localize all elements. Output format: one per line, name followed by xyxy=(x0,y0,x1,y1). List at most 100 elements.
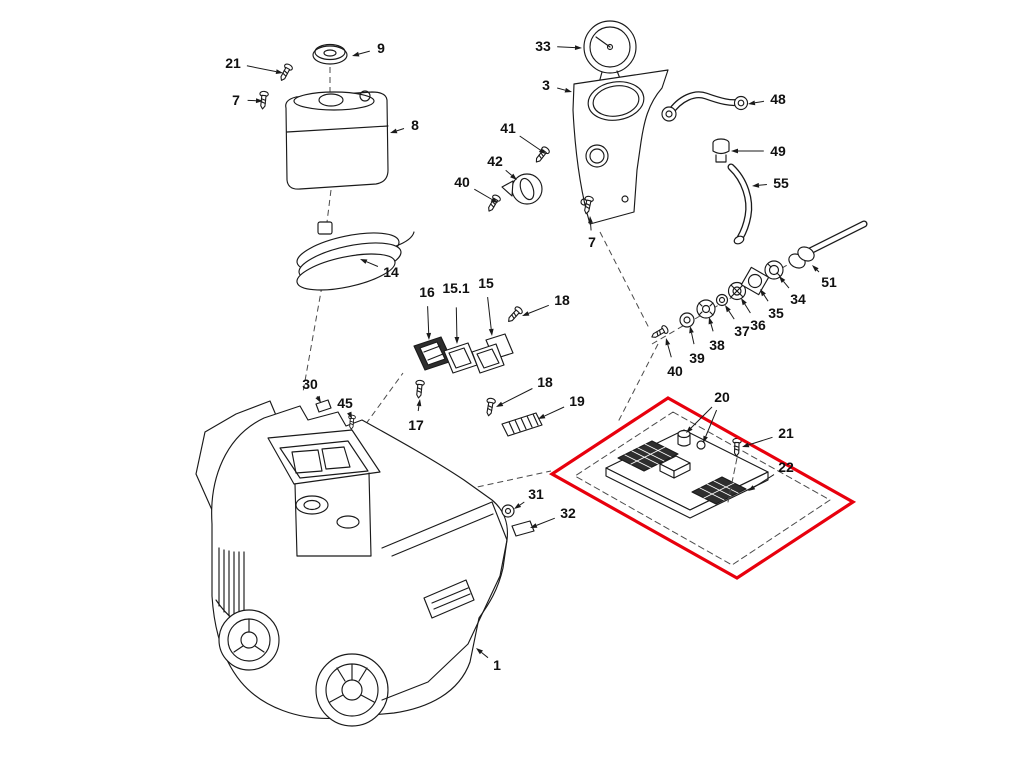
rear-wheel xyxy=(218,609,280,671)
callout-leader-1 xyxy=(481,652,489,659)
callout-leader-8 xyxy=(396,128,405,132)
callout-38: 38 xyxy=(709,337,725,353)
callout-leader-21 xyxy=(246,65,277,73)
callout-layer: 9217814333414240748495551343536373839401… xyxy=(225,38,837,673)
callout-51: 51 xyxy=(821,274,837,290)
outlet-pipe-51 xyxy=(788,220,868,269)
tank-assembly xyxy=(257,43,415,291)
hose-55 xyxy=(727,163,753,245)
callout-leader-7 xyxy=(590,222,592,231)
callout-34: 34 xyxy=(790,291,806,307)
callout-leader-37 xyxy=(728,310,735,320)
front-wheel xyxy=(315,653,389,727)
callout-arrowhead-16 xyxy=(426,332,432,340)
callout-15: 15 xyxy=(478,275,494,291)
capacitor-20 xyxy=(677,429,706,450)
callout-18: 18 xyxy=(537,374,553,390)
callout-leader-48 xyxy=(754,100,765,104)
callout-40: 40 xyxy=(667,363,683,379)
callout-48: 48 xyxy=(770,91,786,107)
control-board-assembly xyxy=(574,411,831,566)
screw-18-upper xyxy=(504,304,525,325)
callout-arrowhead-37 xyxy=(725,305,731,313)
screw-40-valve xyxy=(649,323,670,342)
callout-leader-22 xyxy=(753,474,775,488)
selection-highlight xyxy=(548,396,857,580)
callout-arrowhead-15 xyxy=(488,328,494,336)
clip-30 xyxy=(315,399,332,413)
callout-leader-18 xyxy=(501,388,533,405)
callout-45: 45 xyxy=(337,395,353,411)
callout-arrowhead-36 xyxy=(741,298,747,306)
callout-arrowhead-31 xyxy=(514,503,522,509)
callout-arrowhead-22 xyxy=(748,485,756,491)
callout-leader-9 xyxy=(358,50,370,55)
callout-leader-39 xyxy=(691,332,695,345)
hook-31 xyxy=(501,504,515,518)
callout-arrowhead-55 xyxy=(752,182,760,188)
callout-leader-15.1 xyxy=(455,307,458,338)
callout-arrowhead-34 xyxy=(779,276,786,283)
callout-arrowhead-17 xyxy=(416,399,422,407)
clamp-35 xyxy=(740,266,770,296)
callout-arrowhead-20 xyxy=(703,435,708,443)
callout-arrowhead-8 xyxy=(390,128,398,134)
callout-30: 30 xyxy=(302,376,318,392)
callout-arrowhead-20 xyxy=(686,426,693,433)
callout-leader-17 xyxy=(417,405,420,412)
gear-38 xyxy=(696,299,716,319)
callout-arrowhead-15.1 xyxy=(454,337,460,344)
callout-arrowhead-1 xyxy=(476,648,483,655)
callout-leader-15 xyxy=(487,297,492,330)
callout-arrowhead-21 xyxy=(275,69,283,74)
panel-bracket xyxy=(572,69,669,225)
callout-19: 19 xyxy=(569,393,585,409)
carry-handle xyxy=(661,91,749,122)
callout-15.1: 15.1 xyxy=(442,280,469,296)
callout-leader-34 xyxy=(783,281,790,289)
callout-leader-20 xyxy=(690,406,713,429)
pressure-gauge xyxy=(583,20,637,84)
callout-leader-18 xyxy=(528,304,549,314)
callout-arrowhead-49 xyxy=(731,148,738,154)
callout-arrowhead-30 xyxy=(315,395,321,403)
callout-arrowhead-38 xyxy=(708,317,714,325)
latch-32 xyxy=(511,520,535,537)
callout-arrowhead-48 xyxy=(748,100,756,106)
control-knob xyxy=(501,173,543,205)
callout-arrowhead-51 xyxy=(812,265,819,272)
callout-leader-51 xyxy=(816,269,820,273)
callout-arrowhead-9 xyxy=(352,51,360,57)
valve-train xyxy=(649,260,784,342)
detergent-tank xyxy=(285,90,389,190)
assembly-guide-lines xyxy=(302,67,807,490)
callout-39: 39 xyxy=(689,350,705,366)
callout-leader-33 xyxy=(557,46,576,49)
callout-arrowhead-39 xyxy=(689,326,694,334)
callout-arrowhead-18 xyxy=(496,401,504,407)
callout-arrowhead-42 xyxy=(510,173,517,180)
callout-37: 37 xyxy=(734,323,750,339)
screw-17 xyxy=(413,379,426,399)
callout-leader-31 xyxy=(519,501,525,506)
callout-leader-20 xyxy=(705,409,718,437)
callout-leader-32 xyxy=(536,517,555,526)
gasket-15-1 xyxy=(443,342,478,374)
callout-leader-16 xyxy=(427,306,430,334)
callout-33: 33 xyxy=(535,38,551,54)
console-panel-assembly xyxy=(484,20,669,225)
callout-arrowhead-32 xyxy=(530,523,538,528)
callout-32: 32 xyxy=(560,505,576,521)
callout-leader-35 xyxy=(763,294,769,302)
callout-36: 36 xyxy=(750,317,766,333)
callout-22: 22 xyxy=(778,459,794,475)
callout-arrowhead-35 xyxy=(760,289,766,297)
tank-cap xyxy=(312,43,348,65)
callout-7: 7 xyxy=(232,92,240,108)
callout-1: 1 xyxy=(493,657,501,673)
callout-arrowhead-40 xyxy=(665,338,671,346)
callout-leader-55 xyxy=(758,184,767,186)
callout-arrowhead-14 xyxy=(360,259,368,264)
